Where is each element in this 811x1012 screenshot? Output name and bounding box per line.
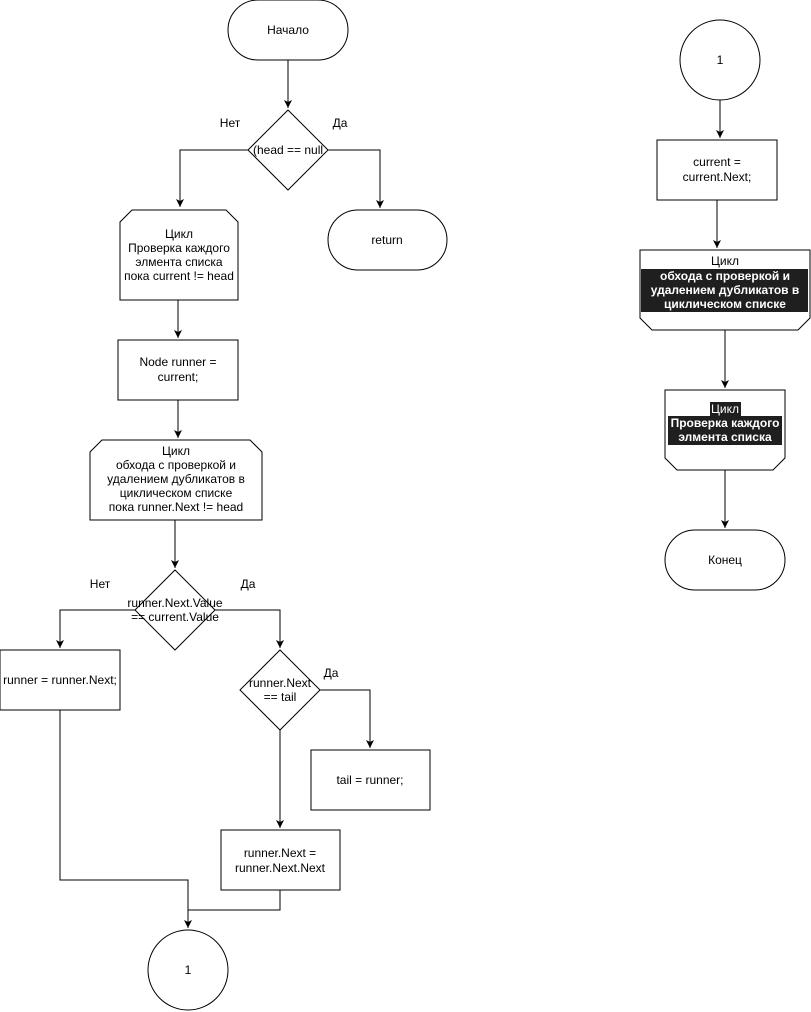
tail-assign-process: tail = runner; [310,749,431,811]
inner-loop-end-line-2: удалением дубликатов в [651,283,800,297]
label-no-2: Нет [90,577,111,591]
runner-init-line-1: current; [158,370,199,384]
next-skip-process: runner.Next = runner.Next.Next [220,829,341,891]
svg-text:Цикл: Цикл [711,254,739,268]
svg-text:циклическом списке: циклическом списке [120,486,233,500]
outer-loop-start: Цикл Проверка каждого элмента списка пок… [119,209,239,301]
inner-loop-end-line-3: циклическом списке [664,297,786,311]
connector-in: 1 [679,19,761,101]
connector-out: 1 [147,929,229,1011]
label-yes-2: Да [241,577,256,591]
outer-loop-end: Цикл Проверка каждого элмента списка [664,389,786,471]
return-terminal: return [327,209,448,271]
svg-text:runner.Next =: runner.Next = [244,846,316,860]
svg-text:runner.Next.Next: runner.Next.Next [235,861,326,875]
decision-tail-line-1: == tail [264,690,297,704]
connector-in-label: 1 [717,53,724,67]
inner-loop-line-4: пока runner.Next != head [109,500,243,514]
svg-text:runner.Next.Value: runner.Next.Value [127,596,222,610]
svg-text:обхода с проверкой и: обхода с проверкой и [660,269,790,283]
end-label: Конец [708,553,742,567]
inner-loop-line-2: удалением дубликатов в [107,472,245,486]
inner-loop-end-line-0: Цикл [711,254,739,268]
current-advance-line-0: current = [693,155,741,169]
edge-next-skip-to-connector [188,890,281,911]
end-terminal: Конец [664,529,786,591]
edge-value-no [56,609,135,648]
outer-loop-line-0: Цикл [165,227,193,241]
svg-text:Цикл: Цикл [162,444,190,458]
runner-advance-process: runner = runner.Next; [0,649,121,711]
svg-text:элмента списка: элмента списка [135,255,222,269]
inner-loop-line-1: обхода с проверкой и [116,458,236,472]
outer-loop-end-line-1: Проверка каждого [671,416,780,430]
inner-loop-line-3: циклическом списке [120,486,233,500]
connector-out-label: 1 [185,963,192,977]
svg-text:Цикл: Цикл [165,227,193,241]
runner-init-process: Node runner = current; [117,339,239,401]
decision-tail-line-0: runner.Next [249,676,312,690]
edge-decision-yes [328,149,384,208]
label-no-1: Нет [220,116,241,130]
outer-loop-line-2: элмента списка [135,255,222,269]
edge-value-yes [215,609,284,648]
svg-text:пока current != head: пока current != head [124,269,234,283]
decision-head-null-label: (head == null [253,143,323,157]
next-skip-line-0: runner.Next = [244,846,316,860]
start-terminal: Начало [227,0,349,61]
inner-loop-line-0: Цикл [162,444,190,458]
svg-text:current.Next;: current.Next; [683,170,752,184]
svg-text:runner.Next: runner.Next [249,676,312,690]
label-yes-3: Да [324,666,339,680]
svg-text:current =: current = [693,155,741,169]
runner-init-line-0: Node runner = [139,355,216,369]
svg-text:элмента списка: элмента списка [678,430,772,444]
svg-text:пока runner.Next != head: пока runner.Next != head [109,500,243,514]
decision-tail: runner.Next == tail [239,649,321,731]
inner-loop-start: Цикл обхода с проверкой и удалением дубл… [89,439,263,521]
svg-text:== current.Value: == current.Value [131,610,219,624]
inner-loop-end-line-1: обхода с проверкой и [660,269,790,283]
outer-loop-line-3: пока current != head [124,269,234,283]
svg-text:обхода с проверкой и: обхода с проверкой и [116,458,236,472]
outer-loop-end-line-2: элмента списка [678,430,772,444]
edge-runner-advance-to-connector [59,710,192,928]
label-yes-1: Да [333,116,348,130]
svg-text:Цикл: Цикл [711,402,739,416]
inner-loop-end: Цикл обхода с проверкой и удалением дубл… [639,249,811,331]
decision-value-equal: runner.Next.Value == current.Value [127,569,223,651]
decision-value-line-1: == current.Value [131,610,219,624]
current-advance-process: current = current.Next; [656,139,778,201]
outer-loop-line-1: Проверка каждого [128,241,230,255]
svg-text:== tail: == tail [264,690,297,704]
decision-head-null: (head == null [247,109,329,191]
outer-loop-end-highlight-1 [668,416,782,445]
edge-decision-no [176,149,248,207]
inner-loop-end-highlight [641,269,808,312]
svg-text:циклическом списке: циклическом списке [664,297,786,311]
svg-text:current;: current; [158,370,199,384]
edge-tail-yes [320,689,374,748]
svg-text:удалением дубликатов в: удалением дубликатов в [651,283,800,297]
start-label: Начало [267,23,309,37]
current-advance-line-1: current.Next; [683,170,752,184]
outer-loop-end-highlight-0 [710,402,741,416]
runner-advance-label: runner = runner.Next; [3,673,117,687]
next-skip-line-1: runner.Next.Next [235,861,326,875]
svg-text:Проверка каждого: Проверка каждого [671,416,780,430]
tail-assign-label: tail = runner; [336,773,403,787]
svg-text:удалением дубликатов в: удалением дубликатов в [107,472,245,486]
svg-text:Node runner =: Node runner = [139,355,216,369]
return-label: return [371,233,402,247]
svg-text:Проверка каждого: Проверка каждого [128,241,230,255]
outer-loop-end-line-0: Цикл [711,402,739,416]
decision-value-line-0: runner.Next.Value [127,596,222,610]
